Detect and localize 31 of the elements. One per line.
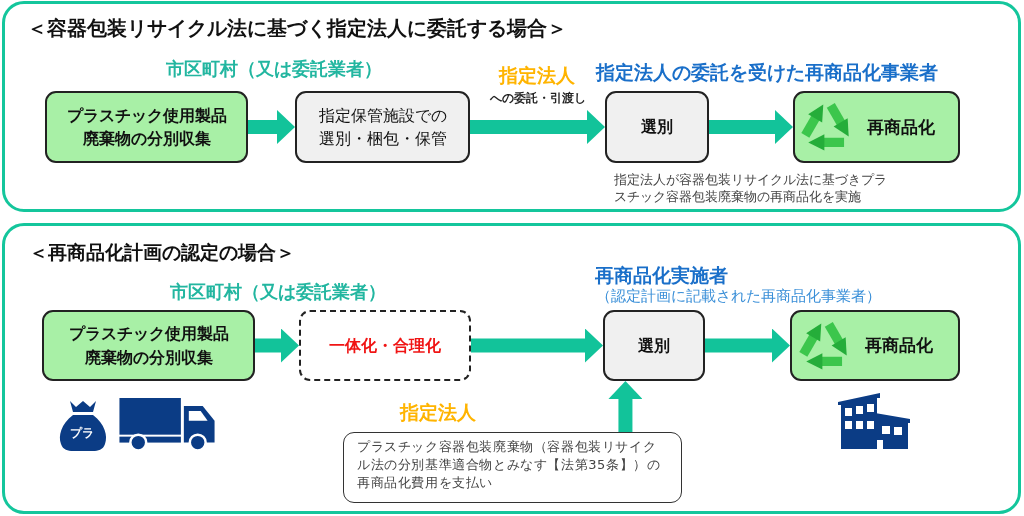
arrow [471, 328, 603, 363]
box-text: 再商品化 [867, 115, 935, 139]
note-text: 指定法人が容器包装リサイクル法に基づきプラスチック容器包装廃棄物の再商品化を実施 [614, 171, 888, 205]
panel-heading: ＜容器包装リサイクル法に基づく指定法人に委託する場合＞ [27, 15, 567, 42]
panel-heading: ＜再商品化計画の認定の場合＞ [29, 240, 295, 265]
edge-label: への委託・引渡し [487, 91, 588, 106]
arrow [709, 110, 793, 144]
arrow [608, 381, 643, 432]
arrow [255, 328, 299, 363]
process-box: 選別 [605, 91, 709, 163]
process-box: プラスチック使用製品廃棄物の分別収集 [42, 310, 255, 381]
bag-label: プラ [70, 426, 94, 442]
arrow [248, 110, 295, 144]
process-box [793, 91, 960, 163]
process-box: プラスチック使用製品廃棄物の分別収集 [45, 91, 248, 163]
note-box: プラスチック容器包装廃棄物（容器包装リサイクル法の分別基準適合物とみなす【法第35条】）の再商品化費用を支払い [343, 432, 682, 503]
process-box: 選別 [603, 310, 705, 381]
box-text: 再商品化 [865, 334, 933, 358]
arrow-caption: 指定法人 [499, 63, 575, 88]
group-heading: 再商品化実施者 [595, 263, 728, 288]
caption-text: 指定法人 [400, 400, 476, 425]
subtitle-text: （認定計画に記載された再商品化事業者） [596, 287, 881, 306]
dashed-box: 一体化・合理化 [299, 310, 471, 381]
arrow [470, 110, 605, 144]
group-heading: 市区町村（又は委託業者） [166, 57, 382, 81]
arrow [705, 328, 790, 363]
panel [2, 1, 1021, 212]
process-box: 指定保管施設での選別・梱包・保管 [295, 91, 470, 163]
process-box [790, 310, 960, 381]
group-heading: 市区町村（又は委託業者） [170, 280, 386, 304]
group-heading: 指定法人の委託を受けた再商品化事業者 [596, 60, 938, 85]
